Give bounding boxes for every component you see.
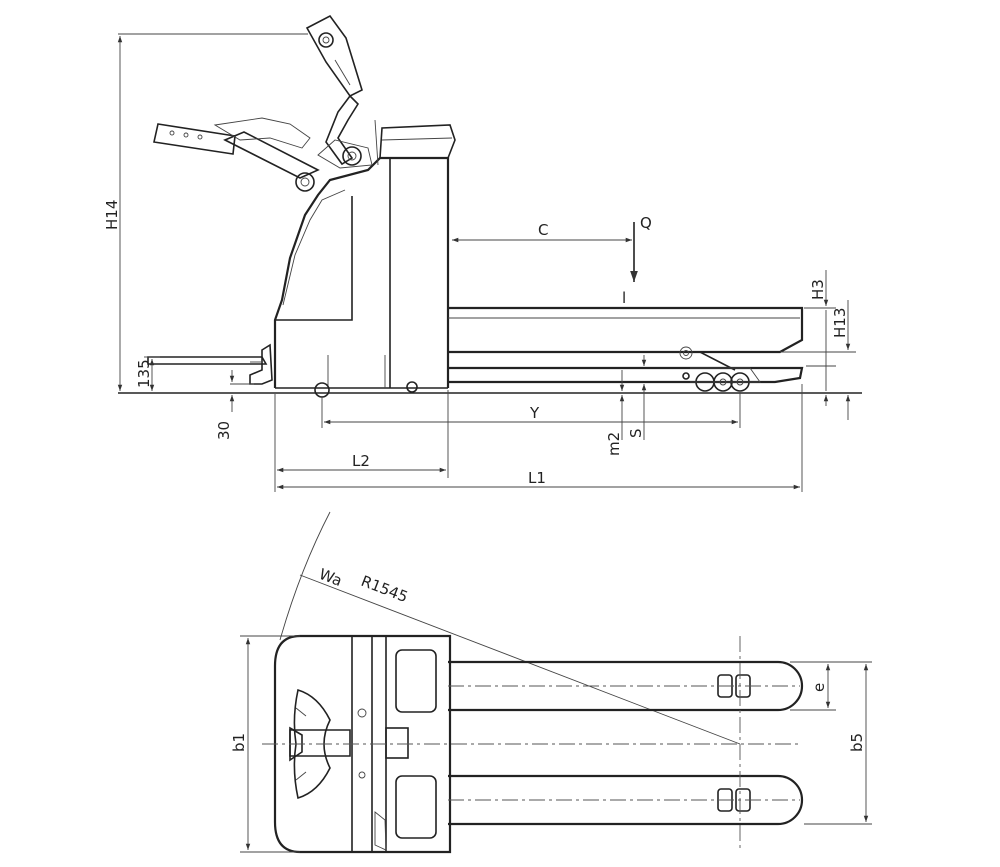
chassis-body (273, 124, 456, 389)
side-view: H14 C Q l H3 H13 135 30 Y m2 S L2 L1 (103, 14, 862, 492)
drive-wheel (314, 382, 330, 398)
tiller-top (289, 688, 351, 800)
label-e: e (810, 683, 828, 692)
operator-platform (147, 343, 273, 385)
top-view: Wa R1545 b1 e b5 (230, 511, 872, 854)
label-s: S (627, 428, 645, 438)
label-c: C (538, 221, 548, 239)
label-b1: b1 (230, 733, 248, 752)
turning-radius-arc (279, 511, 331, 641)
caster-wheel (406, 381, 418, 393)
label-h13: H13 (831, 308, 849, 338)
label-q: Q (640, 214, 652, 232)
radius-line (299, 574, 741, 745)
tiller-raised (305, 14, 379, 169)
label-b5: b5 (848, 733, 866, 752)
label-l1: L1 (528, 469, 546, 487)
label-y: Y (529, 404, 540, 422)
load-rollers (690, 367, 761, 392)
label-30: 30 (215, 421, 233, 440)
side-dimensions (117, 33, 856, 492)
label-wa: Wa (317, 565, 345, 590)
label-m2: m2 (605, 432, 623, 456)
label-h3: H3 (809, 279, 827, 300)
label-r1545: R1545 (359, 572, 411, 606)
label-l2: L2 (352, 452, 370, 470)
tiller-lowered (153, 117, 320, 192)
label-135: 135 (135, 359, 153, 388)
fork-side (448, 306, 804, 384)
label-l: l (622, 289, 626, 307)
top-dimensions (240, 635, 872, 853)
label-h14: H14 (103, 200, 121, 230)
